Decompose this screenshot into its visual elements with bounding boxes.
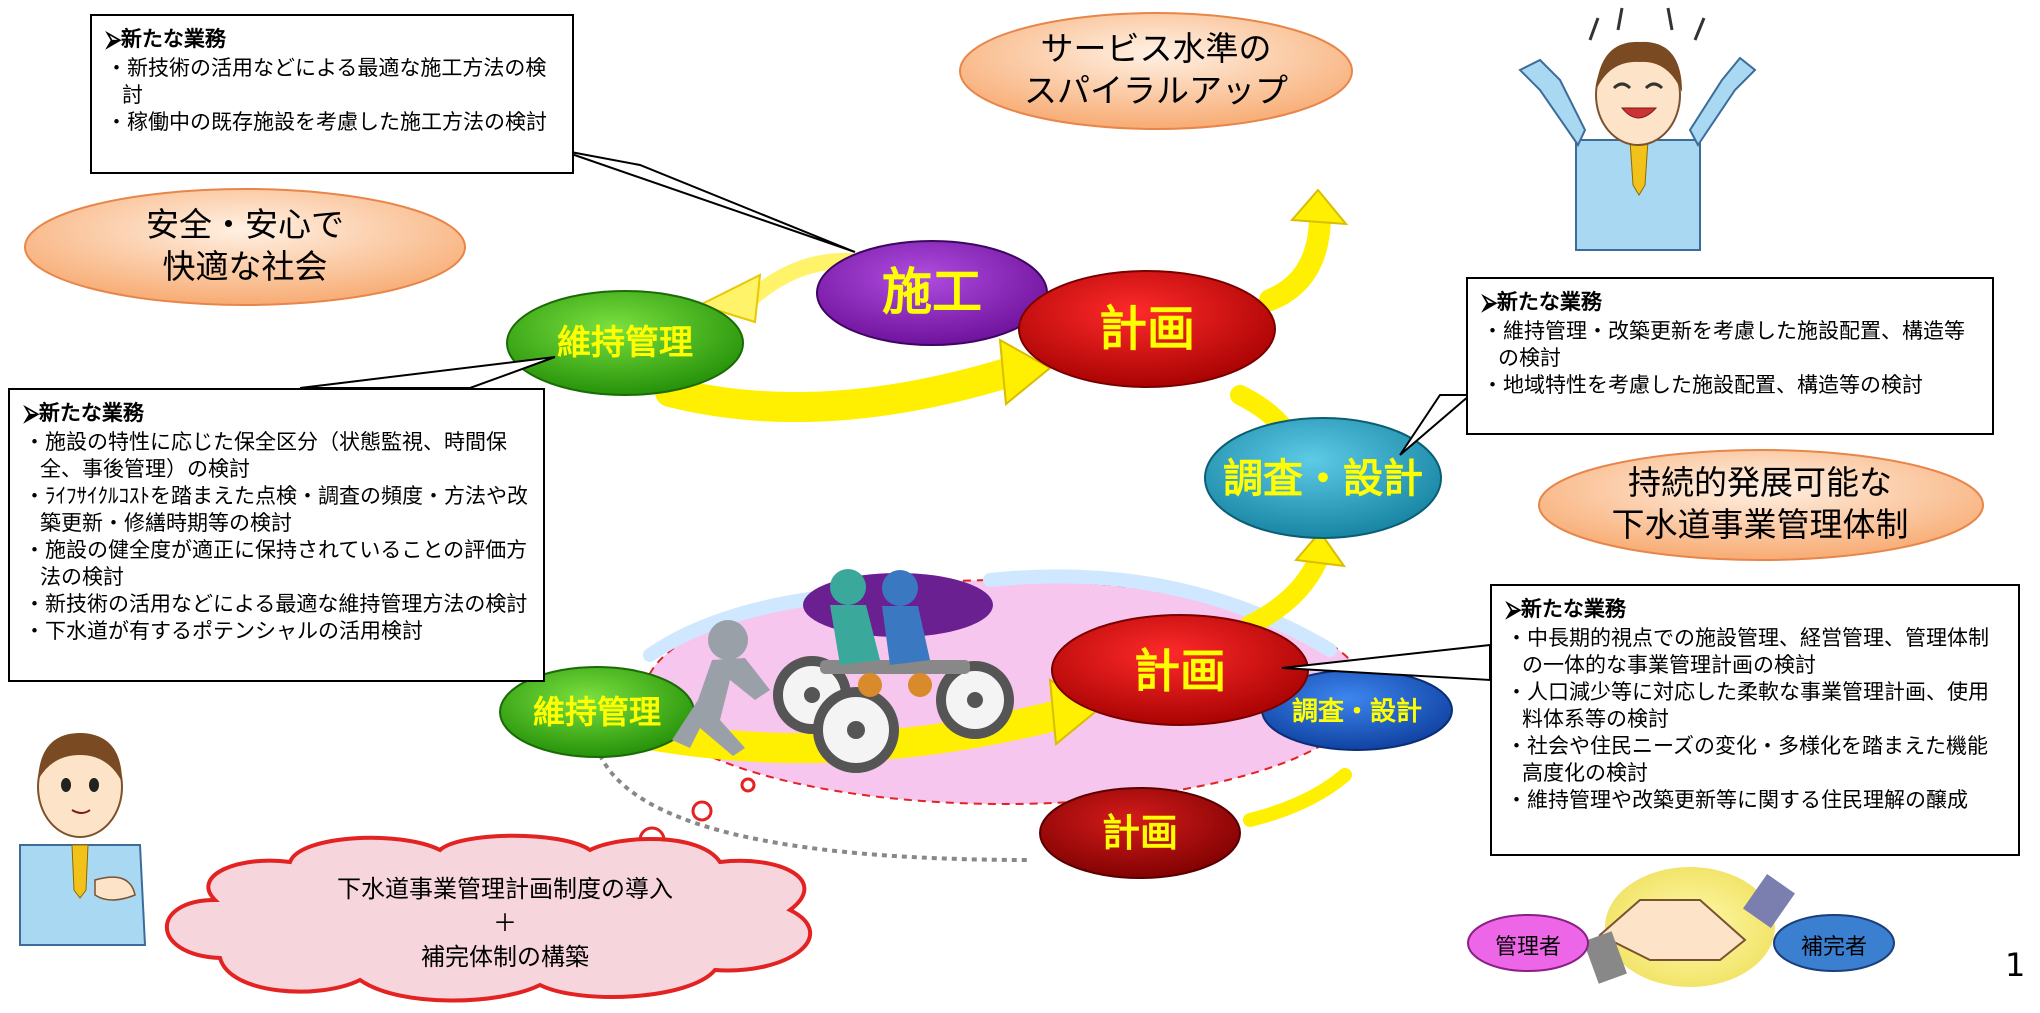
safe-society-oval: [24, 188, 466, 306]
callout-survey-heading-text: 新たな業務: [1496, 290, 1602, 314]
maintenance-label: 維持管理: [557, 323, 693, 363]
cloud-line3: 補完体制の構築: [421, 943, 589, 971]
callout-survey-item: ・維持管理・改築更新を考慮した施設配置、構造等の検討: [1482, 319, 1965, 370]
cloud-line2: ＋: [493, 909, 517, 937]
callout-construction: ⮚新たな業務 ・新技術の活用などによる最適な施工方法の検討 ・稼働中の既存施設を…: [90, 14, 574, 174]
thinking-person-illustration: [19, 732, 147, 946]
lower-plan-bottom-label: 計画: [1101, 811, 1178, 855]
arrowhead-to-plan: [998, 338, 1052, 406]
callout-construction-item: ・稼働中の既存施設を考慮した施工方法の検討: [106, 110, 547, 134]
construction-label: 施工: [882, 263, 982, 321]
safe-society-label: 安全・安心で 快適な社会: [55, 204, 435, 288]
callout-construction-heading: ⮚新たな業務: [106, 27, 226, 51]
plan-label: 計画: [1098, 301, 1195, 357]
callout-pointer-construction: [559, 149, 856, 253]
callout-maintenance-item: ・下水道が有するポテンシャルの活用検討: [24, 619, 423, 643]
supplement-pill: [1773, 914, 1895, 972]
maintenance-node: [506, 290, 744, 396]
service-spiral-line2: スパイラルアップ: [1024, 71, 1288, 110]
pushing-person-illustration: [672, 620, 770, 756]
survey-design-node: [1204, 417, 1442, 539]
callout-maintenance-item: ・新技術の活用などによる最適な維持管理方法の検討: [24, 592, 528, 616]
arrow-lower-to-upper-survey: [1240, 550, 1328, 635]
callout-survey-heading: ⮚新たな業務: [1482, 290, 1602, 314]
sustainable-oval: [1538, 449, 1984, 561]
callout-maintenance-item: ・ﾗｲﾌｻｲｸﾙｺｽﾄを踏まえた点検・調査の頻度・方法や改築更新・修繕時期等の検…: [24, 484, 528, 535]
sustainable-line1: 持続的発展可能な: [1628, 463, 1892, 502]
service-spiral-line1: サービス水準の: [1040, 29, 1272, 68]
survey-design-label: 調査・設計: [1223, 456, 1423, 502]
callout-maintenance-heading-text: 新たな業務: [38, 401, 144, 425]
dotted-return-path: [598, 754, 1031, 862]
arrow-bottom-plan-to-survey: [1243, 768, 1352, 827]
arrow-maintenance-to-plan: [655, 357, 1025, 422]
callout-survey-design: ⮚新たな業務 ・維持管理・改築更新を考慮した施設配置、構造等の検討 ・地域特性を…: [1466, 277, 1994, 435]
callout-plan-item: ・社会や住民ニーズの変化・多様化を踏まえた機能高度化の検討: [1506, 734, 1988, 785]
callout-maintenance: ⮚新たな業務 ・施設の特性に応じた保全区分（状態監視、時間保全、事後管理）の検討…: [8, 388, 545, 682]
safe-society-line2: 快適な社会: [162, 247, 328, 286]
sustainable-label: 持続的発展可能な 下水道事業管理体制: [1540, 462, 1980, 546]
lower-plan-bottom-node: [1039, 787, 1241, 879]
callout-maintenance-item: ・施設の健全度が適正に保持されていることの評価方法の検討: [24, 538, 528, 589]
cloud-text: 下水道事業管理計画制度の導入 ＋ 補完体制の構築: [220, 872, 790, 974]
callout-construction-heading-text: 新たな業務: [120, 27, 226, 51]
sustainable-line2: 下水道事業管理体制: [1611, 505, 1909, 544]
supplement-label: 補完者: [1800, 935, 1867, 960]
callout-plan-heading-text: 新たな業務: [1520, 597, 1626, 621]
handshake-illustration: [1583, 867, 1795, 987]
arrow-lower-back-right: [983, 569, 1337, 657]
page-number: 1: [2005, 946, 2026, 984]
manager-pill: [1467, 914, 1589, 972]
lower-survey-label: 調査・設計: [1291, 697, 1422, 727]
lower-maintenance-label: 維持管理: [532, 693, 661, 731]
callout-plan-heading: ⮚新たな業務: [1506, 597, 1626, 621]
arrow-spiral-up: [1259, 204, 1331, 311]
service-spiral-oval: [959, 12, 1353, 130]
cheering-person-illustration: [1518, 7, 1757, 251]
callout-plan-item: ・維持管理や改築更新等に関する住民理解の醸成: [1506, 788, 1968, 812]
plan-node: [1018, 270, 1276, 388]
tandem-bicycle-illustration: [773, 569, 1014, 773]
cloud-line1: 下水道事業管理計画制度の導入: [337, 875, 673, 903]
safe-society-line1: 安全・安心で: [146, 205, 344, 244]
thought-bubble-small: [740, 777, 756, 793]
arrowhead-to-upper-survey: [1294, 530, 1347, 568]
manager-label: 管理者: [1494, 935, 1561, 960]
thought-cloud: [164, 833, 813, 1003]
callout-maintenance-heading: ⮚新たな業務: [24, 401, 144, 425]
arrowhead-spiral-up: [1289, 188, 1349, 226]
lower-plan-label: 計画: [1134, 644, 1226, 698]
thought-bubble-medium: [691, 800, 713, 822]
callout-plan: ⮚新たな業務 ・中長期的視点での施設管理、経営管理、管理体制の一体的な事業管理計…: [1490, 584, 2020, 856]
callout-survey-item: ・地域特性を考慮した施設配置、構造等の検討: [1482, 373, 1923, 397]
callout-plan-item: ・人口減少等に対応した柔軟な事業管理計画、使用料体系等の検討: [1506, 680, 1989, 731]
service-spiral-label: サービス水準の スパイラルアップ: [966, 28, 1346, 112]
callout-maintenance-item: ・施設の特性に応じた保全区分（状態監視、時間保全、事後管理）の検討: [24, 430, 507, 481]
callout-pointer-survey: [1399, 394, 1473, 456]
arrowhead-upper-left: [697, 273, 762, 324]
callout-construction-item: ・新技術の活用などによる最適な施工方法の検討: [106, 56, 547, 107]
callout-plan-item: ・中長期的視点での施設管理、経営管理、管理体制の一体的な事業管理計画の検討: [1506, 626, 1989, 677]
